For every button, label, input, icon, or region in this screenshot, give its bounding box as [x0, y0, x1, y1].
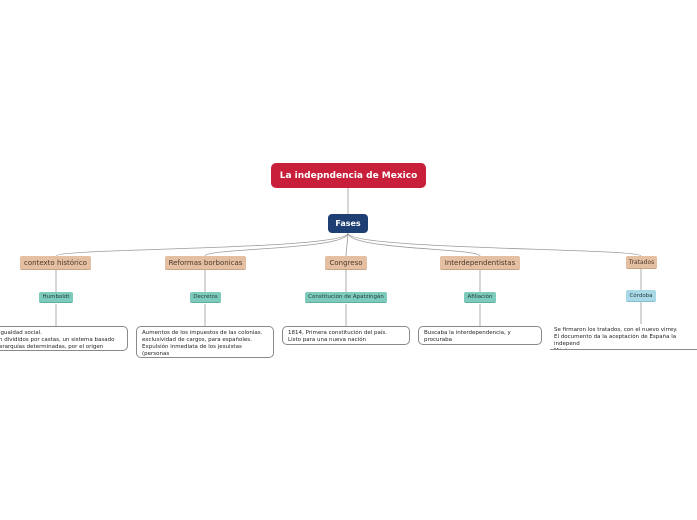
subtopic-humboldt[interactable]: Humboldt — [39, 292, 73, 303]
note-decretos[interactable]: Aumentos de los impuestos de las colonia… — [136, 326, 274, 358]
link-phase-topic-5 — [347, 232, 642, 257]
note-cordoba[interactable]: Se firmaron los tratados, con el nuevo v… — [550, 324, 697, 350]
link-phase-topic-1 — [55, 232, 349, 257]
topic-congreso[interactable]: Congreso — [325, 256, 367, 270]
topic-contexto-historico[interactable]: contexto histórico — [20, 256, 91, 270]
link-phase-topic-2 — [204, 232, 349, 257]
note-afiliacion[interactable]: Buscaba la interdependencia, y procuraba… — [418, 326, 542, 345]
note-humboldt[interactable]: igualdad social. n divididos por castas,… — [0, 326, 128, 351]
note-constitucion[interactable]: 1814, Primera constitución del país. Lis… — [282, 326, 410, 345]
phase-node[interactable]: Fases — [328, 214, 368, 233]
subtopic-cordoba[interactable]: Córdoba — [626, 290, 656, 302]
root-topic[interactable]: La indepndencia de Mexico — [271, 163, 426, 188]
link-phase-topic-3 — [345, 232, 349, 257]
subtopic-constitucion-apatzingan[interactable]: Constitución de Apatzingán — [305, 292, 387, 303]
subtopic-decretos[interactable]: Decretos — [190, 292, 221, 303]
subtopic-afiliacion[interactable]: Afiliación — [464, 292, 496, 303]
link-phase-topic-4 — [347, 232, 481, 257]
topic-reformas-borbonicas[interactable]: Reformas borbonicas — [165, 256, 246, 270]
topic-tratados[interactable]: Tratados — [626, 256, 657, 269]
topic-interdependentistas[interactable]: Interdependentistas — [440, 256, 520, 270]
